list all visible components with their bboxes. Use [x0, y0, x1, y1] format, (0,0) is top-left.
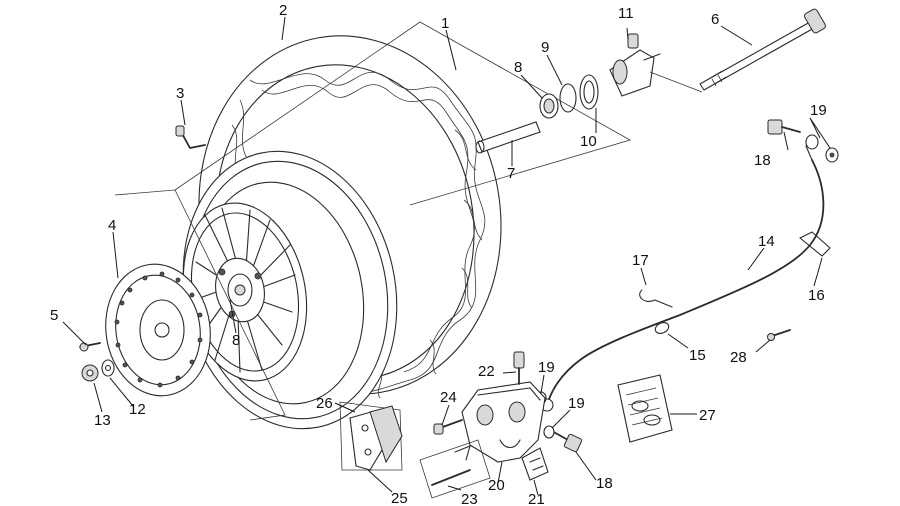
callout-25: 25 [391, 490, 408, 506]
circlip [559, 83, 577, 113]
callout-4: 4 [108, 217, 116, 234]
bleed-valve [513, 351, 525, 385]
callout-27: 27 [699, 407, 716, 424]
hose-clip [799, 231, 831, 257]
callout-18-lower: 18 [596, 475, 613, 492]
axle-nut [81, 359, 115, 382]
callout-21: 21 [528, 491, 545, 506]
callout-17: 17 [632, 252, 649, 269]
callout-12: 12 [129, 401, 146, 418]
callout-8-rim: 8 [232, 332, 240, 349]
callout-28: 28 [730, 349, 747, 366]
banjo-bolt-upper [767, 119, 801, 135]
callout-7: 7 [507, 165, 515, 182]
callout-14: 14 [758, 233, 775, 250]
brake-pads [339, 401, 403, 471]
callout-2: 2 [279, 2, 287, 19]
disc-bolt [79, 342, 101, 352]
leader-lines [62, 16, 831, 496]
callout-22: 22 [478, 363, 495, 380]
bearing [539, 93, 559, 119]
spacer-tube [475, 121, 541, 154]
callout-10: 10 [580, 133, 597, 150]
copper-washers-upper [805, 134, 839, 163]
callout-26: 26 [316, 395, 333, 412]
callout-5: 5 [50, 307, 58, 324]
callout-13: 13 [94, 412, 111, 429]
callout-labels: 2 1 3 4 5 6 7 8 8 9 10 11 12 13 14 15 16… [50, 2, 827, 506]
callout-18-upper: 18 [754, 152, 771, 169]
hose-clip-screw [767, 329, 791, 341]
oil-seal [579, 74, 599, 110]
banjo-bolt-lower [549, 429, 583, 453]
callout-16: 16 [808, 287, 825, 304]
speedometer-drive [609, 33, 661, 97]
brake-disc [105, 263, 211, 397]
pad-spring [521, 447, 549, 481]
callout-19-caliper-bottom: 19 [568, 395, 585, 412]
decal-kit [617, 374, 673, 443]
hose-spring-clip [639, 289, 673, 308]
brake-hose [540, 145, 825, 412]
axle-guide-line [649, 71, 703, 93]
brake-caliper [461, 381, 546, 463]
callout-8-bearing: 8 [514, 59, 522, 76]
callout-19-caliper-top: 19 [538, 359, 555, 376]
callout-24: 24 [440, 389, 457, 406]
callout-23: 23 [461, 491, 478, 506]
callout-3: 3 [176, 85, 184, 102]
callout-6: 6 [711, 11, 719, 28]
pad-pin-kit [419, 439, 491, 499]
callout-19-upper: 19 [810, 102, 827, 119]
callout-20: 20 [488, 477, 505, 494]
tire-valve [175, 125, 206, 149]
callout-1: 1 [441, 15, 449, 32]
callout-11: 11 [618, 5, 634, 22]
callout-15: 15 [689, 347, 706, 364]
callout-9: 9 [541, 39, 549, 56]
rim [182, 150, 398, 430]
wheel-axle [699, 8, 826, 91]
caliper-mounting-bolt [433, 419, 463, 435]
